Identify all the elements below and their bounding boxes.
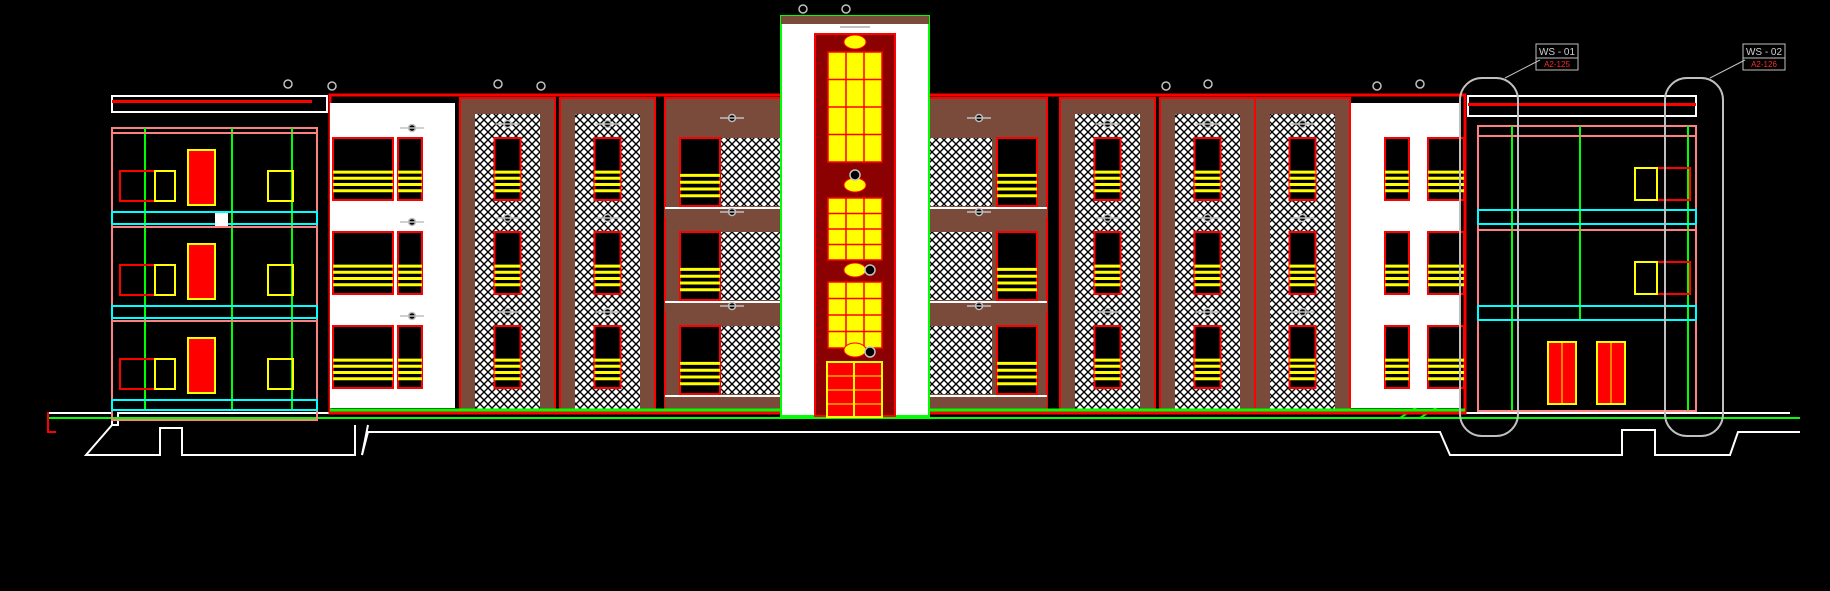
ws-01-ref: A2-125 <box>1544 60 1570 69</box>
ornament-medallion <box>843 34 867 50</box>
roof-fixture-icon <box>1161 81 1171 91</box>
ws-02-cut-outline <box>1664 77 1724 437</box>
right-section-wing <box>1467 95 1697 412</box>
ornament-medallion <box>843 342 867 358</box>
door <box>187 337 216 394</box>
door <box>187 149 216 206</box>
ws-02-tag <box>1742 43 1786 71</box>
roof-fixture-icon <box>1203 79 1213 89</box>
balcony-slab <box>665 396 800 406</box>
wall-light-icon <box>864 264 876 276</box>
roof-fixture-icon <box>536 81 546 91</box>
entrance-door <box>826 361 883 418</box>
roof-fixture-icon <box>1372 81 1382 91</box>
roof-fixture-icon <box>283 79 293 89</box>
section-callouts: WS - 01 A2-125 WS - 02 A2-126 <box>1459 43 1786 437</box>
right-wing-doors <box>1547 341 1626 405</box>
door <box>187 243 216 300</box>
ws-02-label: WS - 02 <box>1746 47 1783 58</box>
roof-fixture-icon <box>1415 79 1425 89</box>
roof-fixture-icon <box>493 79 503 89</box>
window-section <box>267 170 294 202</box>
central-stair-tower <box>780 4 930 418</box>
ornament-medallion <box>843 262 867 278</box>
ws-01-cut-outline <box>1459 77 1519 437</box>
wall-light-icon <box>849 169 861 181</box>
ws-01-tag <box>1535 43 1579 71</box>
ws-02-ref: A2-126 <box>1751 60 1777 69</box>
window-section <box>267 358 294 390</box>
roof-fixture-icon <box>327 81 337 91</box>
window-section <box>267 264 294 296</box>
wall-light-icon <box>864 346 876 358</box>
left-section-wing <box>111 95 328 421</box>
ws-01-label: WS - 01 <box>1539 47 1576 58</box>
balcony-slab <box>912 396 1047 406</box>
